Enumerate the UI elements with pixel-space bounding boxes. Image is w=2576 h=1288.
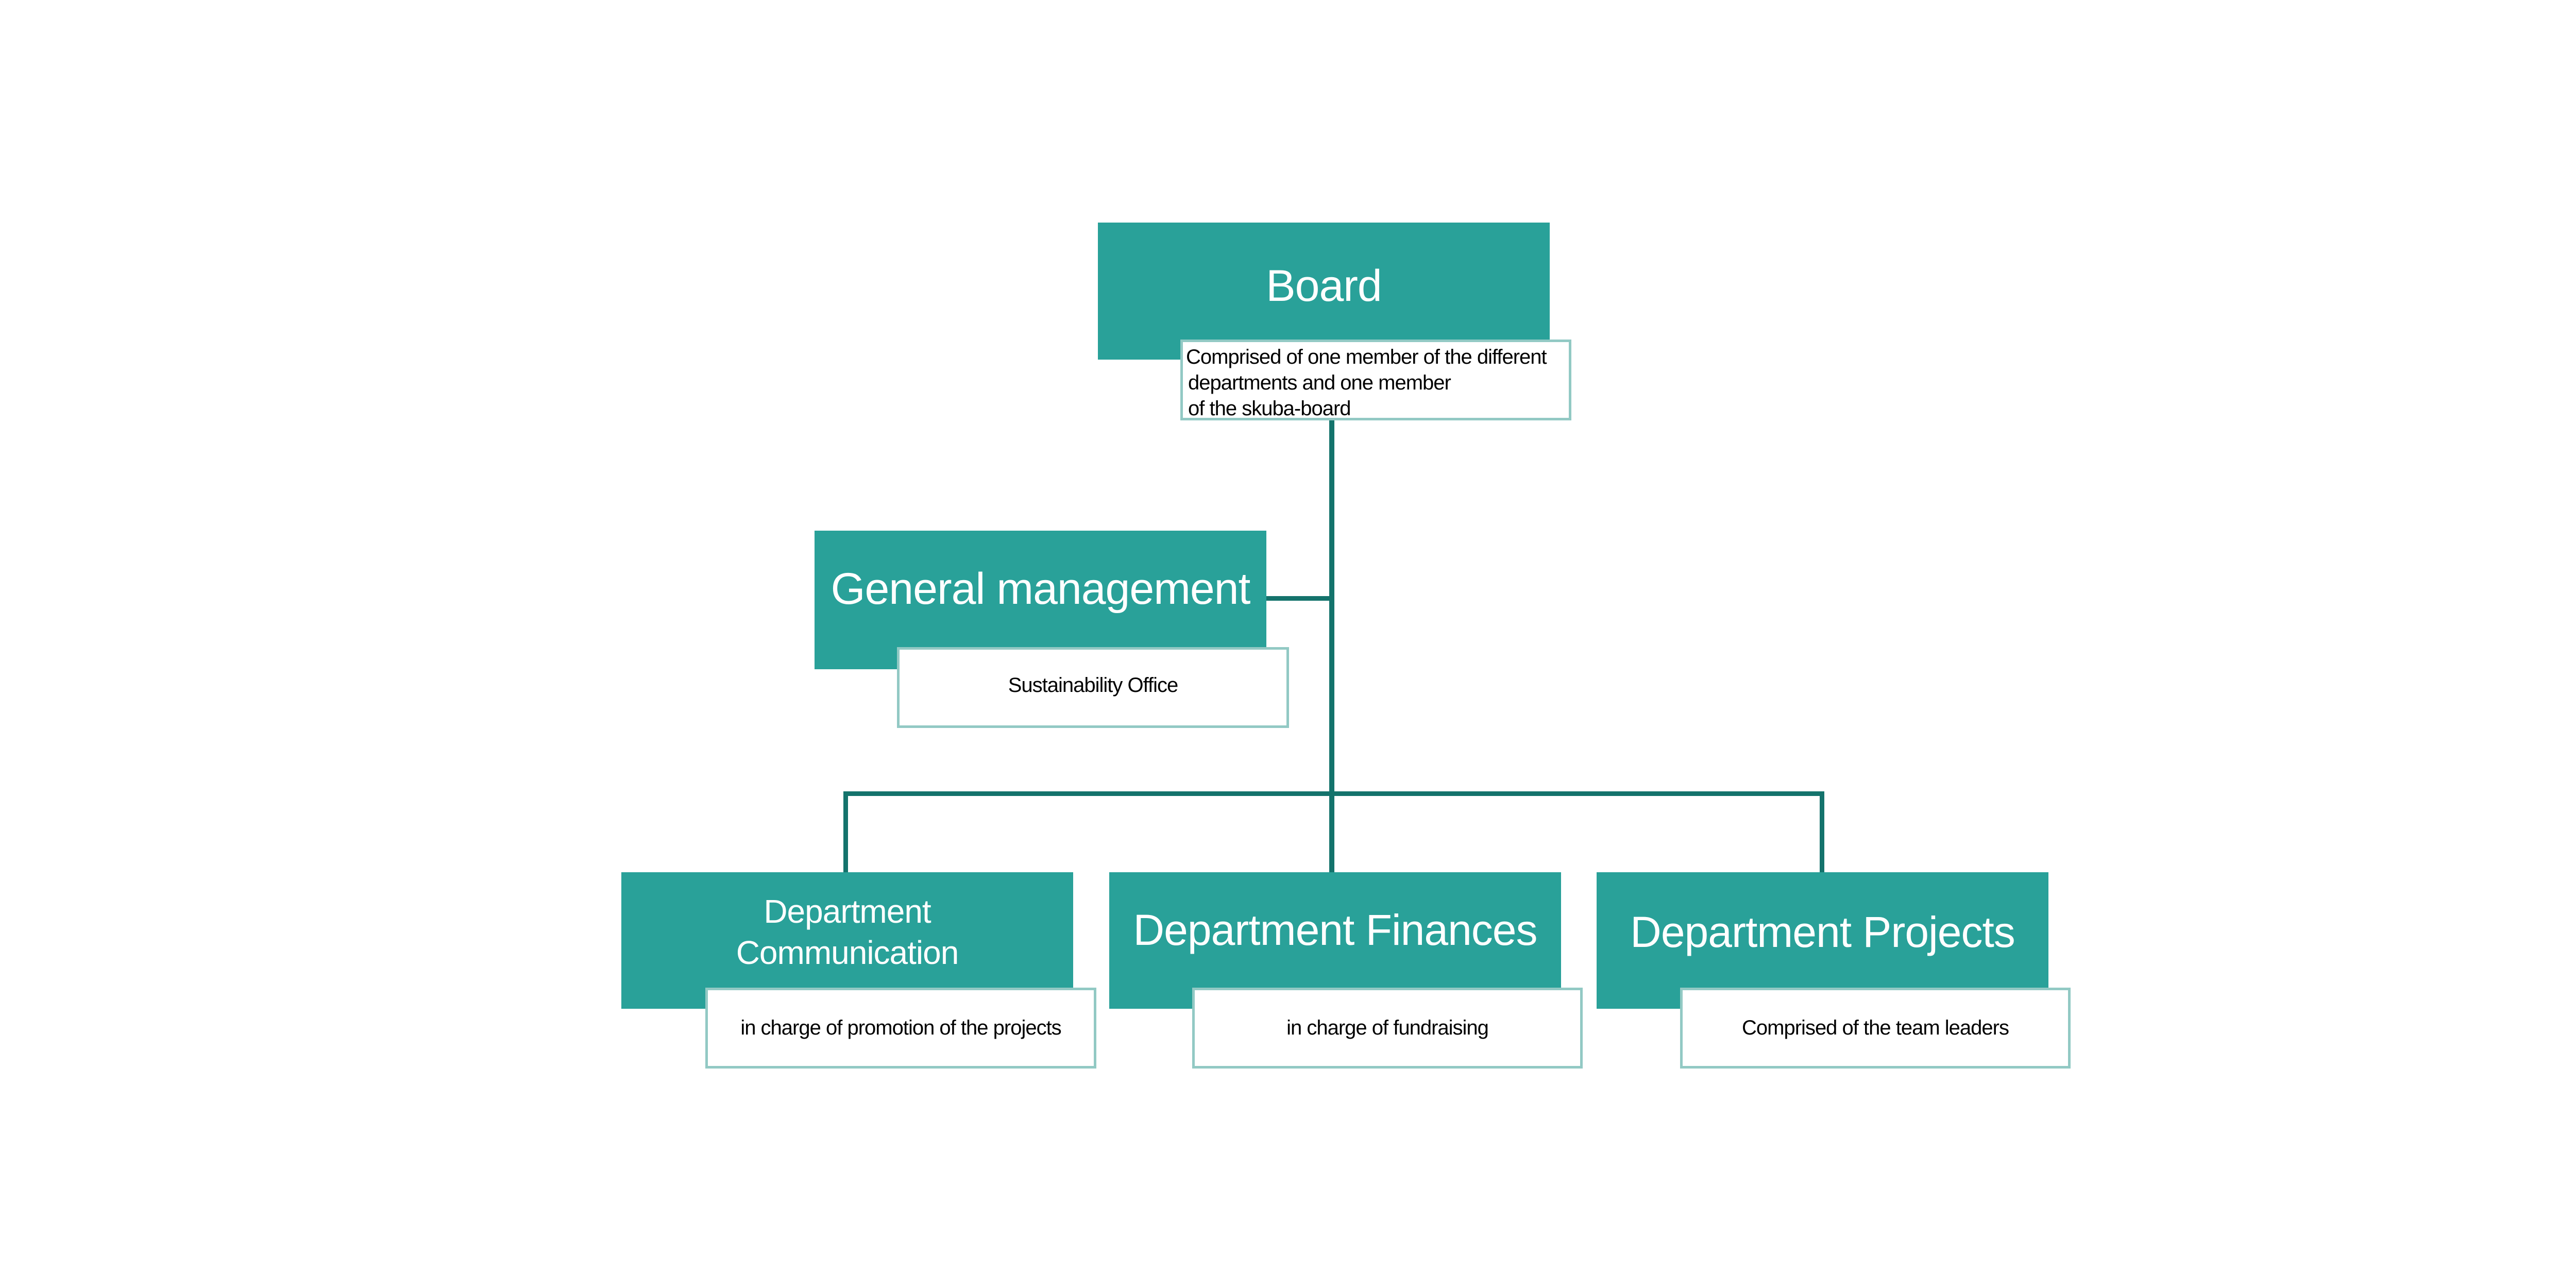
department-projects-node: Department Projects bbox=[1597, 872, 2048, 1009]
department-projects-description-text: Comprised of the team leaders bbox=[1742, 1016, 2009, 1039]
department-projects-title: Department Projects bbox=[1630, 908, 2015, 956]
board-node: Board bbox=[1098, 223, 1550, 360]
department-communication-description-text: in charge of promotion of the projects bbox=[740, 1016, 1061, 1039]
connector-general-management bbox=[1266, 596, 1333, 601]
general-management-title: General management bbox=[831, 564, 1251, 614]
sustainability-office-label: Sustainability Office bbox=[1008, 674, 1179, 697]
board-description-line: of the skuba-board bbox=[1188, 397, 1351, 420]
board-title: Board bbox=[1266, 261, 1382, 311]
department-projects-description: Comprised of the team leaders bbox=[1680, 988, 2071, 1069]
board-description-line: departments and one member bbox=[1188, 371, 1451, 394]
sustainability-office-box: Sustainability Office bbox=[897, 647, 1289, 728]
department-communication-title-line: Communication bbox=[736, 934, 959, 971]
board-description-line: Comprised of one member of the different bbox=[1186, 346, 1547, 368]
department-finances-description: in charge of fundraising bbox=[1192, 988, 1583, 1069]
department-communication-description: in charge of promotion of the projects bbox=[705, 988, 1096, 1069]
department-communication-node: Department Communication bbox=[621, 872, 1073, 1009]
department-communication-title-line: Department bbox=[764, 893, 931, 930]
department-finances-title: Department Finances bbox=[1133, 906, 1537, 954]
department-finances-description-text: in charge of fundraising bbox=[1286, 1016, 1489, 1039]
connector-drop-projects bbox=[1820, 791, 1824, 872]
department-communication-title: Department Communication bbox=[736, 891, 959, 973]
connector-drop-finances bbox=[1329, 791, 1334, 872]
connector-drop-communication bbox=[843, 791, 848, 872]
connector-board-to-departments bbox=[1329, 420, 1334, 795]
board-description: Comprised of one member of the different… bbox=[1180, 340, 1571, 420]
general-management-node: General management bbox=[815, 531, 1266, 669]
department-finances-node: Department Finances bbox=[1109, 872, 1561, 1009]
